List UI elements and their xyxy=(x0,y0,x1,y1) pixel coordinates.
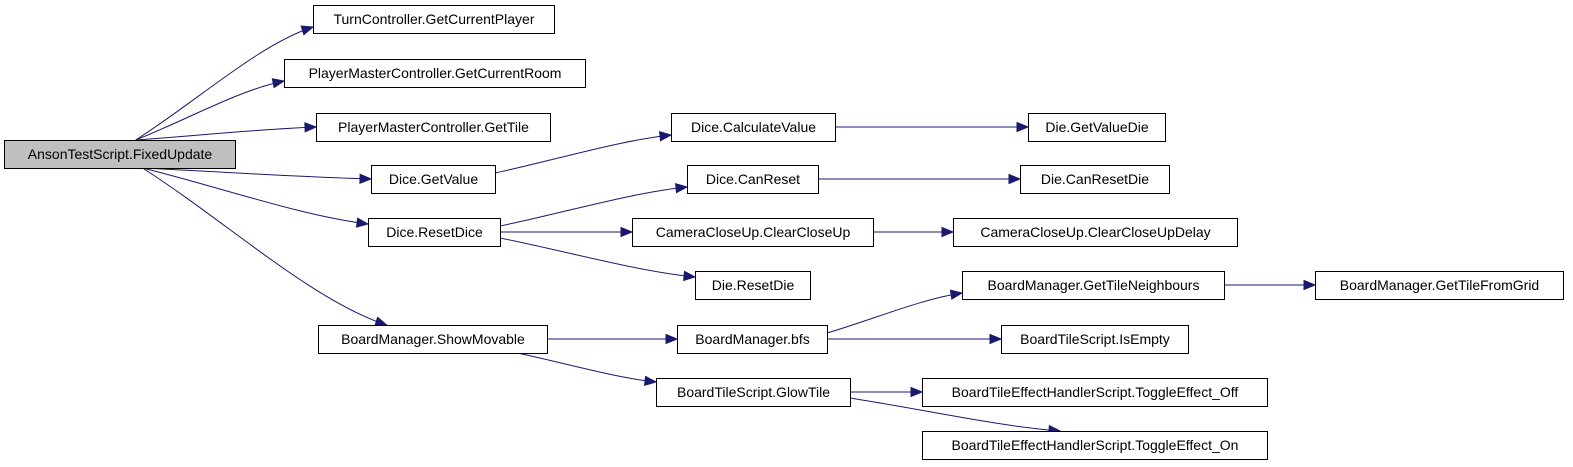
node-isempty[interactable]: BoardTileScript.IsEmpty xyxy=(1001,325,1189,354)
arrowhead-toggleeffect-off xyxy=(910,386,924,398)
node-label: Dice.GetValue xyxy=(389,171,478,187)
node-label: BoardManager.GetTileFromGrid xyxy=(1340,277,1539,293)
node-box[interactable] xyxy=(687,165,819,194)
edge-fixedupdate-to-gettile xyxy=(135,126,317,141)
node-label: Die.ResetDie xyxy=(712,277,795,293)
node-box[interactable] xyxy=(1315,271,1564,300)
node-label: Dice.CalculateValue xyxy=(691,119,816,135)
node-getcurrentplayer[interactable]: TurnController.GetCurrentPlayer xyxy=(313,5,555,34)
node-bfs[interactable]: BoardManager.bfs xyxy=(677,325,828,354)
node-box[interactable] xyxy=(632,218,874,247)
node-box[interactable] xyxy=(922,378,1268,407)
node-clearcloseupdelay[interactable]: CameraCloseUp.ClearCloseUpDelay xyxy=(953,218,1238,247)
arrowhead-clearcloseupdelay xyxy=(941,226,955,238)
node-getcurrentroom[interactable]: PlayerMasterController.GetCurrentRoom xyxy=(284,59,586,88)
edge-fixedupdate-to-dice-getvalue xyxy=(142,167,372,180)
edge-dice-resetdice-to-canreset xyxy=(499,186,688,227)
nodes-layer: AnsonTestScript.FixedUpdate TurnControlle… xyxy=(4,5,1564,460)
edge-dice-getvalue-to-calculatevalue xyxy=(494,134,672,174)
node-box[interactable] xyxy=(313,5,555,34)
node-gettile[interactable]: PlayerMasterController.GetTile xyxy=(316,113,551,142)
arrowhead-showmovable xyxy=(374,316,388,327)
edge-fixedupdate-to-showmovable xyxy=(142,167,387,326)
edge-fixedupdate-to-dice-resetdice xyxy=(142,167,369,225)
node-canresetdie[interactable]: Die.CanResetDie xyxy=(1020,165,1170,194)
node-label: Die.CanResetDie xyxy=(1041,171,1149,187)
node-label: PlayerMasterController.GetCurrentRoom xyxy=(309,65,562,81)
arrowhead-glowtile xyxy=(644,375,658,387)
arrowhead-canreset xyxy=(675,182,689,194)
arrowhead-isempty xyxy=(989,333,1003,345)
arrowhead-clearcloseup xyxy=(620,226,634,238)
node-label: BoardTileScript.IsEmpty xyxy=(1020,331,1170,347)
node-label: PlayerMasterController.GetTile xyxy=(338,119,529,135)
node-label: Dice.CanReset xyxy=(706,171,800,187)
node-box[interactable] xyxy=(368,218,501,247)
node-box[interactable] xyxy=(953,218,1238,247)
edge-glowtile-to-toggleeffect-on xyxy=(849,397,1061,432)
arrowhead-calculatevalue xyxy=(659,131,673,142)
node-label: BoardTileEffectHandlerScript.ToggleEffec… xyxy=(952,384,1239,400)
node-label: BoardTileEffectHandlerScript.ToggleEffec… xyxy=(952,437,1239,453)
node-dice-resetdice[interactable]: Dice.ResetDice xyxy=(368,218,501,247)
node-box[interactable] xyxy=(371,165,496,194)
edge-bfs-to-gettileneighbours xyxy=(826,292,963,334)
node-label: CameraCloseUp.ClearCloseUp xyxy=(656,224,851,240)
arrowhead-die-resetdie xyxy=(683,270,697,282)
arrowhead-gettile xyxy=(304,122,318,133)
node-label: TurnController.GetCurrentPlayer xyxy=(333,11,534,27)
node-label: AnsonTestScript.FixedUpdate xyxy=(28,146,213,162)
node-label: BoardManager.GetTileNeighbours xyxy=(988,277,1200,293)
node-label: BoardTileScript.GlowTile xyxy=(677,384,830,400)
arrowhead-gettilefromgrid xyxy=(1303,279,1317,291)
arrowhead-getcurrentplayer xyxy=(300,25,315,36)
node-box[interactable] xyxy=(922,431,1268,460)
node-getvaluedie[interactable]: Die.GetValueDie xyxy=(1028,113,1166,142)
edge-fixedupdate-to-getcurrentplayer xyxy=(135,26,314,141)
node-box[interactable] xyxy=(284,59,586,88)
node-label: BoardManager.bfs xyxy=(695,331,809,347)
node-gettileneighbours[interactable]: BoardManager.GetTileNeighbours xyxy=(962,271,1225,300)
node-box[interactable] xyxy=(4,140,236,169)
edge-dice-resetdice-to-die-resetdie xyxy=(499,237,696,278)
node-label: CameraCloseUp.ClearCloseUpDelay xyxy=(980,224,1210,240)
node-canreset[interactable]: Dice.CanReset xyxy=(687,165,819,194)
node-toggleeffect-on[interactable]: BoardTileEffectHandlerScript.ToggleEffec… xyxy=(922,431,1268,460)
node-box[interactable] xyxy=(1020,165,1170,194)
node-box[interactable] xyxy=(656,378,851,407)
arrowhead-dice-getvalue xyxy=(359,173,373,184)
node-toggleeffect-off[interactable]: BoardTileEffectHandlerScript.ToggleEffec… xyxy=(922,378,1268,407)
node-box[interactable] xyxy=(1028,113,1166,142)
arrowhead-gettileneighbours xyxy=(949,289,964,300)
node-label: Dice.ResetDice xyxy=(386,224,483,240)
arrowhead-bfs xyxy=(665,333,679,345)
node-label: Die.GetValueDie xyxy=(1045,119,1148,135)
node-calculatevalue[interactable]: Dice.CalculateValue xyxy=(671,113,836,142)
arrowhead-getvaluedie xyxy=(1016,121,1030,133)
node-label: BoardManager.ShowMovable xyxy=(341,331,525,347)
node-showmovable[interactable]: BoardManager.ShowMovable xyxy=(318,325,548,354)
arrowhead-getcurrentroom xyxy=(271,78,286,89)
node-box[interactable] xyxy=(695,271,811,300)
node-box[interactable] xyxy=(318,325,548,354)
node-glowtile[interactable]: BoardTileScript.GlowTile xyxy=(656,378,851,407)
node-fixedupdate[interactable]: AnsonTestScript.FixedUpdate xyxy=(4,140,236,169)
node-box[interactable] xyxy=(962,271,1225,300)
arrowhead-canresetdie xyxy=(1008,173,1022,185)
node-gettilefromgrid[interactable]: BoardManager.GetTileFromGrid xyxy=(1315,271,1564,300)
node-clearcloseup[interactable]: CameraCloseUp.ClearCloseUp xyxy=(632,218,874,247)
node-box[interactable] xyxy=(671,113,836,142)
node-box[interactable] xyxy=(316,113,551,142)
node-dice-getvalue[interactable]: Dice.GetValue xyxy=(371,165,496,194)
node-die-resetdie[interactable]: Die.ResetDie xyxy=(695,271,811,300)
arrowhead-dice-resetdice xyxy=(355,217,370,228)
edge-fixedupdate-to-getcurrentroom xyxy=(135,80,285,141)
node-box[interactable] xyxy=(1001,325,1189,354)
edge-showmovable-to-glowtile xyxy=(517,352,657,383)
node-box[interactable] xyxy=(677,325,828,354)
